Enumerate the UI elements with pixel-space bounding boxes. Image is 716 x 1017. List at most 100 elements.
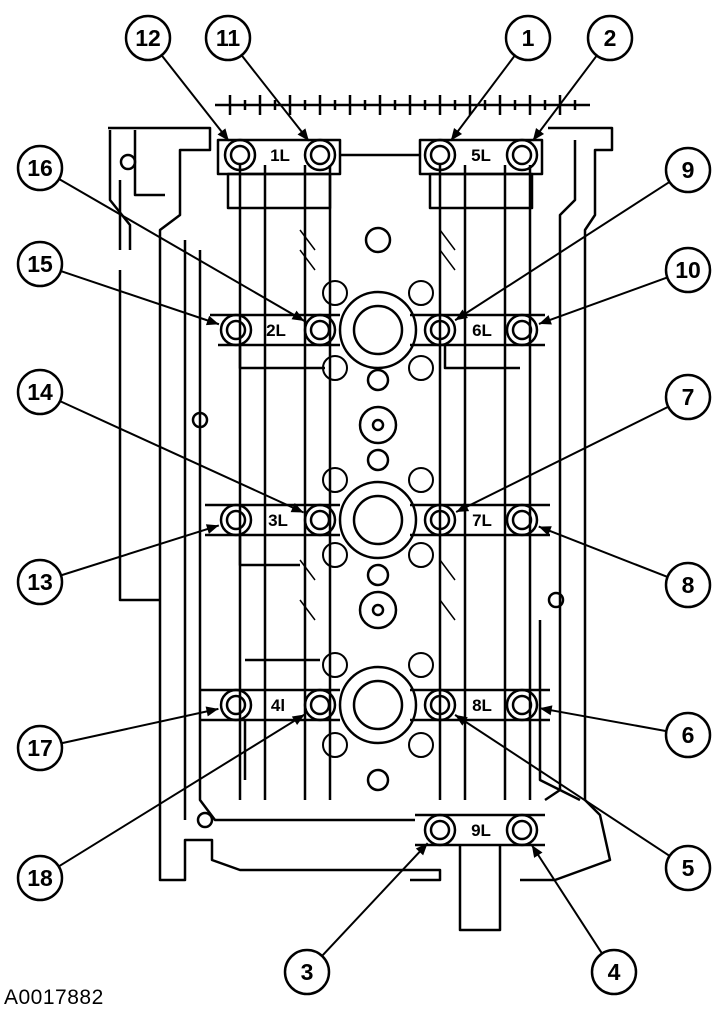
bolt-8	[505, 503, 539, 537]
center-hub-bottom	[338, 665, 418, 745]
callout-circle-17	[16, 724, 64, 772]
arrowhead-10	[538, 315, 552, 325]
arrowhead-15	[205, 315, 219, 326]
callout-circle-16	[16, 144, 64, 192]
leader-line-18	[58, 713, 306, 868]
callout-number-4: 4	[608, 959, 621, 985]
cap-block-5l-base	[428, 172, 534, 210]
arrowhead-17	[205, 706, 219, 717]
leader-line-7	[455, 405, 669, 513]
bolt-1	[423, 138, 457, 172]
cap-block-4l	[200, 658, 340, 780]
arrowhead-13	[205, 524, 219, 534]
callout-circle-15	[16, 240, 64, 288]
leader-line-6	[539, 707, 667, 733]
leader-line-3	[321, 842, 429, 957]
leader-line-4	[530, 844, 603, 955]
arrowhead-4	[531, 845, 543, 858]
arrowhead-8	[538, 526, 552, 536]
head-inner-right	[538, 140, 581, 802]
callout-number-8: 8	[682, 572, 695, 598]
mount-hole-3	[547, 591, 565, 609]
bolt-11	[303, 138, 337, 172]
cap-label-6: 7L	[472, 511, 492, 530]
leader-line-8	[538, 525, 668, 578]
callout-number-5: 5	[682, 855, 695, 881]
bolt-17	[219, 688, 253, 722]
cap-label-7: 4l	[271, 696, 285, 715]
arrowhead-7	[456, 502, 470, 513]
callout-circle-1	[504, 14, 552, 62]
callout-circle-2	[586, 14, 634, 62]
bolt-5	[423, 688, 457, 722]
callout-number-3: 3	[301, 959, 314, 985]
callout-circle-4	[590, 948, 638, 996]
arrowhead-6	[539, 705, 553, 716]
cap-label-8: 8L	[472, 696, 492, 715]
center-disk-2	[358, 590, 398, 630]
head-flange-left	[108, 130, 160, 602]
cap-label-5: 3L	[268, 511, 288, 530]
head-outline-right	[520, 126, 614, 882]
leader-line-17	[61, 707, 219, 745]
camshaft-right	[438, 165, 532, 800]
bolt-16	[303, 313, 337, 347]
callout-circle-7	[664, 373, 712, 421]
leader-line-9	[454, 181, 671, 322]
leader-line-10	[538, 276, 668, 325]
leader-line-15	[60, 270, 220, 326]
callout-circle-13	[16, 558, 64, 606]
arrowhead-18	[291, 714, 305, 726]
mount-hole-2	[191, 411, 209, 429]
mount-hole-4	[196, 811, 214, 829]
top-ticks	[215, 95, 590, 115]
bolt-18	[303, 688, 337, 722]
cap-label-1: 1L	[270, 146, 290, 165]
callout-number-1: 1	[522, 25, 535, 51]
bolt-2	[505, 138, 539, 172]
callout-circle-10	[664, 246, 712, 294]
callout-number-14: 14	[27, 379, 53, 405]
cap-label-9: 9L	[471, 821, 491, 840]
callout-circle-8	[664, 561, 712, 609]
bolt-7	[423, 503, 457, 537]
hub-nuts	[322, 280, 434, 758]
arrowhead-11	[297, 128, 309, 141]
bolt-12	[223, 138, 257, 172]
callout-number-17: 17	[27, 735, 53, 761]
figure-id: A0017882	[4, 986, 104, 1009]
callout-circle-12	[124, 14, 172, 62]
arrowhead-16	[291, 310, 305, 321]
callout-number-11: 11	[216, 25, 241, 51]
leader-line-12	[160, 54, 230, 142]
bolt-10	[505, 313, 539, 347]
callout-number-6: 6	[682, 722, 695, 748]
callout-number-9: 9	[682, 157, 695, 183]
callout-circle-3	[283, 948, 331, 996]
head-outline-left	[108, 126, 442, 882]
callout-number-10: 10	[675, 257, 701, 283]
cap-label-4: 6L	[472, 321, 492, 340]
arrowhead-2	[532, 128, 545, 141]
callout-circle-18	[16, 854, 64, 902]
arrowhead-14	[290, 502, 304, 513]
callout-number-2: 2	[604, 25, 617, 51]
cap-label-2: 5L	[471, 146, 491, 165]
cap-block-1l-base	[226, 172, 332, 210]
leader-line-2	[532, 54, 598, 142]
callout-circle-14	[16, 368, 64, 416]
arrowhead-1	[450, 128, 463, 141]
center-disk-1	[358, 405, 398, 445]
cap-bolts	[219, 138, 539, 847]
callout-number-15: 15	[27, 251, 53, 277]
leader-line-13	[60, 524, 220, 577]
arrowhead-12	[217, 128, 229, 141]
arrowhead-5	[455, 714, 468, 726]
lobe-hatching	[299, 229, 456, 621]
leader-line-14	[59, 400, 305, 514]
bolt-4	[505, 813, 539, 847]
callout-number-7: 7	[682, 384, 695, 410]
arrowhead-9	[455, 309, 468, 321]
callout-number-16: 16	[27, 155, 53, 181]
